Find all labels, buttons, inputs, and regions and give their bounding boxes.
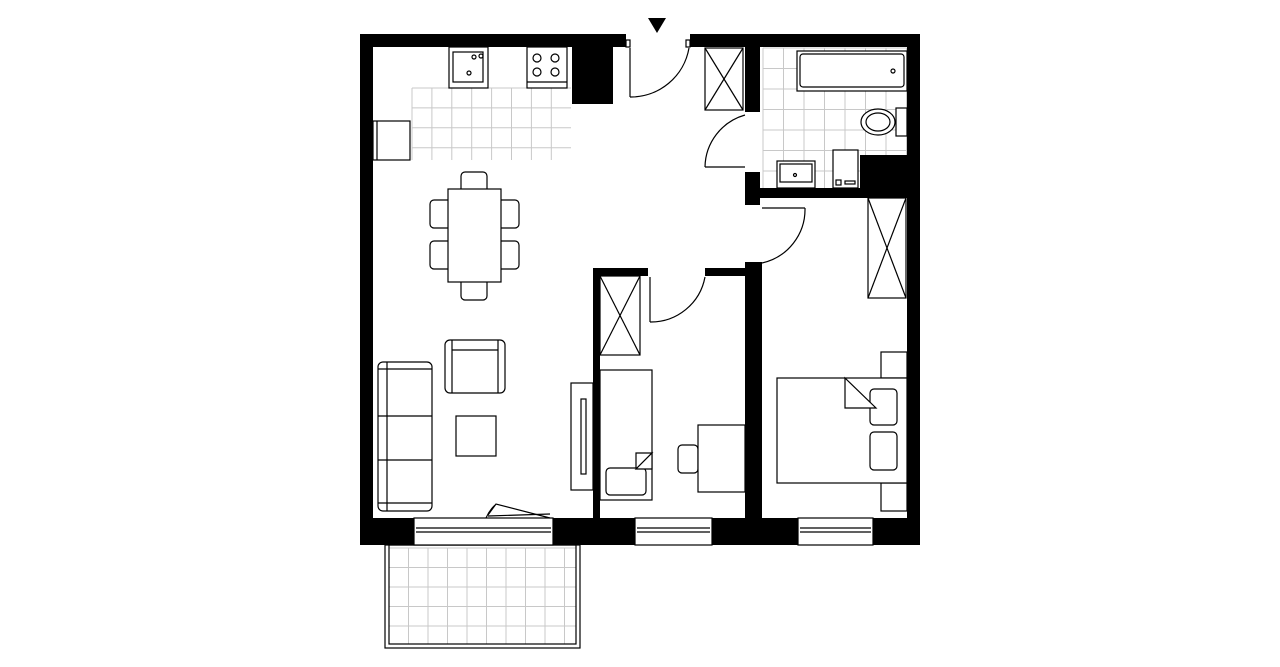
dining-set	[429, 171, 520, 301]
fridge	[372, 120, 411, 161]
closets	[599, 47, 907, 356]
kitchen-tiles	[411, 87, 571, 160]
balcony-railing	[388, 544, 577, 645]
bedroom-furniture	[776, 351, 908, 512]
bedroom-door[interactable]	[761, 207, 806, 264]
bathroom-fixtures	[776, 50, 908, 189]
balcony-door[interactable]	[485, 503, 551, 519]
living-furniture	[377, 339, 594, 512]
kitchen-counter	[372, 46, 568, 161]
entrance-door[interactable]	[625, 39, 691, 98]
small-room-furniture	[599, 369, 746, 501]
bathroom-door[interactable]	[704, 114, 746, 168]
windows	[413, 517, 874, 546]
balcony-outline	[384, 544, 581, 649]
small-room-door[interactable]	[649, 276, 706, 323]
balcony-tiles	[388, 547, 576, 644]
walls	[360, 34, 920, 545]
entrance-triangle-icon	[648, 18, 666, 33]
